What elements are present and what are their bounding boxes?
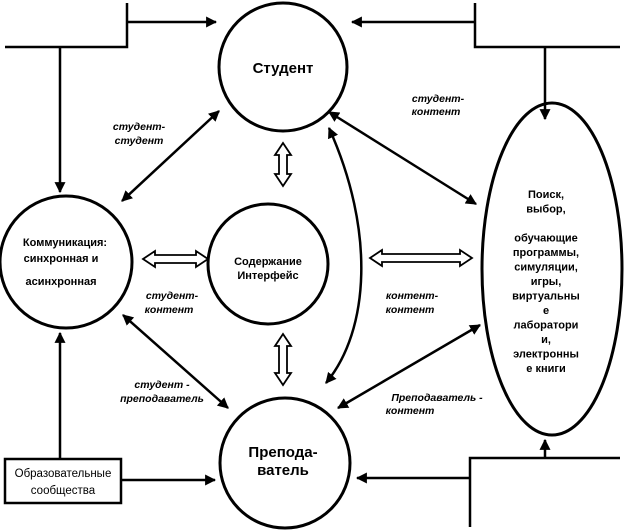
frame-lines xyxy=(5,3,620,527)
resources-label-line: обучающие xyxy=(514,233,578,245)
hollow-arrow-content-teacher xyxy=(273,332,293,387)
label-content-content-1: контент- xyxy=(386,290,439,302)
student-node xyxy=(217,1,349,133)
resources-label-line: выбор, xyxy=(526,204,565,216)
double-arrows xyxy=(141,141,474,387)
teacher-label-line2: ватель xyxy=(257,462,309,479)
resources-label-line: Поиск, xyxy=(528,189,564,201)
label-student-content-mid-2: контент xyxy=(145,304,194,316)
label-student-content-top-1: студент- xyxy=(412,93,465,105)
label-student-content-mid-1: студент- xyxy=(146,290,199,302)
resources-label-line: лаборатори xyxy=(514,320,579,332)
resources-label-line: игры, xyxy=(531,276,562,288)
resources-label-line: е книги xyxy=(526,363,565,375)
resources-label: Поиск, выбор, обучающие программы, симуляции… xyxy=(512,189,580,375)
label-content-content-2: контент xyxy=(386,304,435,316)
resources-label-line: электронны xyxy=(513,349,579,361)
communication-label-line2: синхронная и xyxy=(24,253,99,265)
communities-box xyxy=(3,457,123,505)
hollow-arrow-student-content xyxy=(273,141,293,188)
hollow-arrow-communication-content xyxy=(141,249,210,269)
arrow-teacher-resources xyxy=(337,323,481,410)
resources-label-line: и, xyxy=(541,334,551,346)
arrow-student-student xyxy=(121,110,220,202)
arrow-student-resources xyxy=(328,110,477,206)
communication-node xyxy=(0,194,134,330)
resources-label-line: симуляции, xyxy=(514,262,578,274)
content-label-line1: Содержание xyxy=(234,256,302,268)
arrow-communication-teacher xyxy=(122,314,229,409)
arrow-teacher-to-student-curve xyxy=(325,126,363,384)
teacher-node xyxy=(218,396,352,530)
communication-label-line3: асинхронная xyxy=(25,276,96,288)
communities-label-line1: Образовательные xyxy=(15,468,112,480)
label-teacher-content-1: Преподаватель - xyxy=(391,392,483,404)
label-student-teacher-2: преподаватель xyxy=(120,393,204,405)
student-label: Студент xyxy=(253,60,314,77)
resources-node xyxy=(480,101,624,437)
hollow-arrow-content-resources xyxy=(368,248,474,268)
label-student-content-top-2: контент xyxy=(412,106,461,118)
label-student-teacher-1: студент - xyxy=(134,379,190,391)
label-teacher-content-2: контент xyxy=(386,405,435,417)
teacher-label-line1: Препода- xyxy=(248,444,317,461)
resources-label-line: виртуальны xyxy=(512,291,580,303)
communities-label-line2: сообщества xyxy=(31,485,96,497)
communication-label-line1: Коммуникация: xyxy=(23,237,107,249)
resources-label-line: программы, xyxy=(513,247,579,259)
resources-label-line: е xyxy=(543,305,549,317)
label-student-student-1: студент- xyxy=(113,121,166,133)
content-label-line2: Интерфейс xyxy=(237,270,298,282)
label-student-student-2: студент xyxy=(115,135,164,147)
solid-arrows xyxy=(54,16,551,486)
